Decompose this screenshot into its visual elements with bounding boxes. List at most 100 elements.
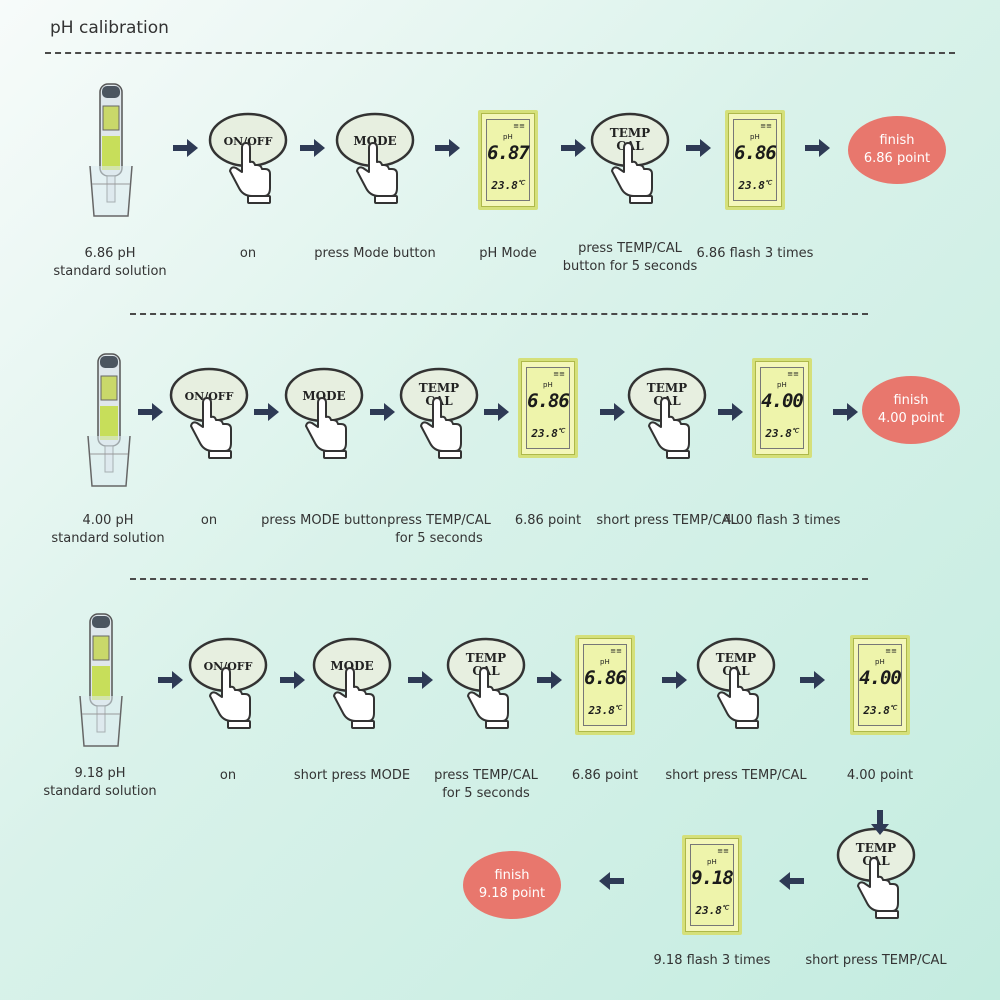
button-press-illustration: TEMPCAL	[834, 825, 918, 925]
caption-line: press TEMP/CAL	[387, 513, 491, 528]
caption-line: short press TEMP/CAL	[805, 953, 947, 968]
flow-arrow-icon	[408, 671, 433, 689]
battery-icon: ≡≡	[760, 122, 772, 130]
step-caption: press TEMP/CAL for 5 seconds	[387, 512, 491, 548]
caption-line: press Mode button	[314, 246, 436, 261]
ph-reading: 4.00	[859, 667, 902, 689]
flow-arrow-icon	[662, 671, 687, 689]
button-press-illustration: TEMPCAL	[694, 635, 778, 735]
flow-arrow-icon	[600, 403, 625, 421]
step-caption: 4.00 point	[847, 767, 913, 785]
caption-line: 6.86 point	[571, 768, 639, 783]
step-caption: press Mode button	[314, 245, 435, 263]
pointing-hand-icon	[648, 397, 690, 459]
caption-line: 4.00 pH	[82, 513, 134, 528]
flow-arrow-icon	[280, 671, 305, 689]
step-caption: 6.86 flash 3 times	[697, 245, 814, 263]
temperature-value: 23.8	[531, 427, 558, 440]
flow-arrow-icon	[561, 139, 586, 157]
button-press-illustration: ON/OFF	[206, 110, 290, 210]
celsius-unit: ℃	[791, 427, 799, 435]
caption-line: 6.86 point	[514, 513, 582, 528]
button-press-illustration: TEMPCAL	[625, 365, 709, 465]
pointing-hand-icon	[857, 857, 899, 919]
caption-line: for 5 seconds	[442, 786, 530, 801]
caption-line: short press MODE	[293, 768, 411, 783]
battery-icon: ≡≡	[717, 847, 729, 855]
temperature-value: 23.8	[863, 704, 890, 717]
button-label: MODE	[302, 389, 345, 403]
beaker-icon	[87, 435, 131, 487]
button-label: ON/OFF	[185, 390, 234, 403]
battery-icon: ≡≡	[610, 647, 622, 655]
pointing-hand-icon	[229, 142, 271, 204]
flow-arrow-icon	[800, 671, 825, 689]
ph-unit-label: pH	[707, 858, 717, 866]
caption-line: on	[200, 513, 218, 528]
finish-text: 4.00 point	[877, 411, 945, 426]
pointing-hand-icon	[420, 397, 462, 459]
temperature-value: 23.8	[695, 904, 722, 917]
temperature-reading: 23.8℃	[691, 904, 733, 917]
ph-unit-label: pH	[503, 133, 513, 141]
pointing-hand-icon	[356, 142, 398, 204]
flow-arrow-icon	[805, 139, 830, 157]
button-label: ON/OFF	[224, 135, 273, 148]
beaker-icon	[79, 695, 123, 747]
flow-arrow-icon	[599, 872, 624, 890]
separator-line	[130, 313, 868, 315]
temperature-value: 23.8	[491, 179, 518, 192]
celsius-unit: ℃	[889, 704, 897, 712]
flow-arrow-icon	[254, 403, 279, 421]
button-press-illustration: TEMPCAL	[444, 635, 528, 735]
step-caption: 6.86 point	[515, 512, 581, 530]
step-caption: short press TEMP/CAL	[596, 512, 737, 530]
caption-line: 6.86 pH	[84, 246, 136, 261]
button-press-illustration: MODE	[333, 110, 417, 210]
step-caption: on	[240, 245, 256, 263]
separator-line	[45, 52, 955, 54]
temperature-reading: 23.8℃	[761, 427, 803, 440]
beaker-icon	[89, 165, 133, 217]
button-press-illustration: TEMPCAL	[397, 365, 481, 465]
ph-unit-label: pH	[777, 381, 787, 389]
button-label: MODE	[330, 659, 373, 673]
step-caption: on	[201, 512, 217, 530]
caption-line: for 5 seconds	[395, 531, 483, 546]
button-label: TEMP	[610, 126, 650, 140]
flow-arrow-icon	[300, 139, 325, 157]
caption-line: 9.18 flash 3 times	[653, 953, 771, 968]
caption-line: 4.00 point	[846, 768, 914, 783]
flow-arrow-icon	[718, 403, 743, 421]
temperature-reading: 23.8℃	[527, 427, 569, 440]
button-label: TEMP	[716, 651, 756, 665]
temperature-value: 23.8	[738, 179, 765, 192]
pointing-hand-icon	[305, 397, 347, 459]
ph-reading: 6.86	[584, 667, 627, 689]
battery-icon: ≡≡	[553, 370, 565, 378]
page-title: pH calibration	[50, 18, 169, 38]
flow-arrow-icon	[158, 671, 183, 689]
button-press-illustration: TEMPCAL	[588, 110, 672, 210]
button-press-illustration: ON/OFF	[186, 635, 270, 735]
pointing-hand-icon	[209, 667, 251, 729]
caption-line: standard solution	[43, 784, 157, 799]
flow-arrow-icon	[138, 403, 163, 421]
finish-text: 6.86 point	[863, 151, 931, 166]
caption-line: short press TEMP/CAL	[596, 513, 738, 528]
step-caption: short press MODE	[294, 767, 410, 785]
